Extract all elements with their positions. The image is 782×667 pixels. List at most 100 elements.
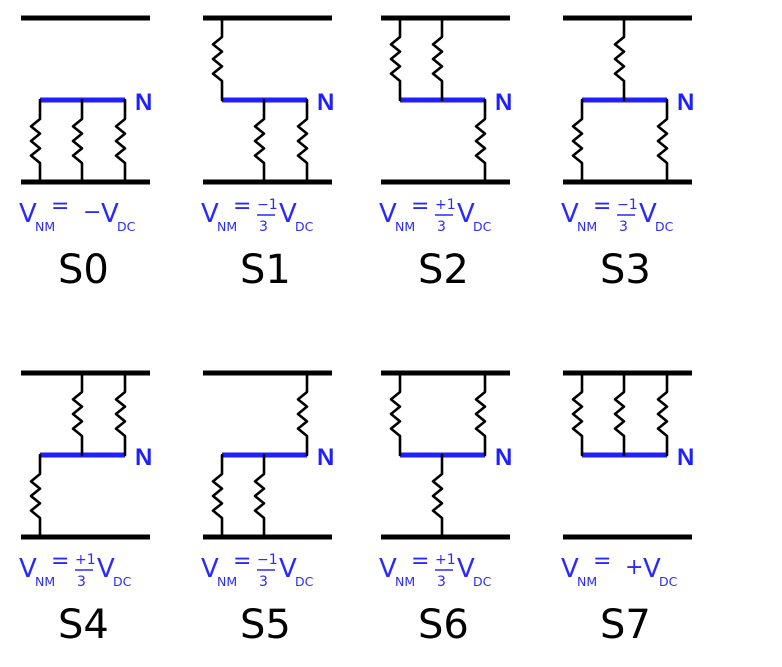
subscript-dc: DC [659,574,678,589]
v-symbol: V [201,554,219,584]
node-label-n: N [135,444,152,471]
v-symbol: V [379,554,397,584]
subscript-dc: DC [473,574,492,589]
subscript-nm: NM [217,219,237,234]
state-label: S1 [240,247,291,293]
resistor-top-0 [571,371,584,457]
v-symbol: V [101,199,119,229]
v-symbol: V [643,554,661,584]
resistor-bottom-0 [29,453,42,539]
subscript-nm: NM [35,219,55,234]
resistor-top-1 [613,16,626,102]
v-symbol: V [97,554,115,584]
subscript-dc: DC [295,219,314,234]
fraction-denominator: 3 [259,574,268,590]
voltage-formula: VNM=−VDC [19,194,136,234]
subscript-nm: NM [395,219,415,234]
equals-sign: = [233,194,251,219]
resistor-bottom-0 [29,98,42,184]
resistor-bottom-1 [431,453,444,539]
node-label-n: N [677,444,694,471]
resistor-bottom-0 [211,453,224,539]
subscript-dc: DC [295,574,314,589]
voltage-formula: VNM=+VDC [561,549,678,589]
resistor-bottom-2 [296,98,309,184]
state-label: S5 [240,602,291,648]
resistor-top-0 [389,371,402,457]
resistor-top-1 [613,371,626,457]
v-symbol: V [561,199,579,229]
state-label: S4 [58,602,109,648]
resistor-bottom-1 [253,453,266,539]
resistor-bottom-0 [571,98,584,184]
equals-sign: = [411,549,429,574]
v-symbol: V [19,554,37,584]
resistor-top-0 [211,16,224,102]
state-label: S0 [58,247,109,293]
resistor-bottom-1 [71,98,84,184]
subscript-nm: NM [35,574,55,589]
subscript-dc: DC [655,219,674,234]
v-symbol: V [279,554,297,584]
state-label: S3 [600,247,651,293]
equals-sign: = [233,549,251,574]
v-symbol: V [639,199,657,229]
fraction-denominator: 3 [77,574,86,590]
equals-sign: = [411,194,429,219]
fraction-numerator: +1 [435,197,456,213]
fraction-numerator: −1 [617,197,638,213]
resistor-top-1 [431,16,444,102]
node-label-n: N [135,89,152,116]
v-symbol: V [379,199,397,229]
resistor-top-2 [296,371,309,457]
node-label-n: N [495,444,512,471]
equals-sign: = [51,194,69,219]
equals-sign: = [51,549,69,574]
subscript-dc: DC [113,574,132,589]
resistor-bottom-2 [474,98,487,184]
sign: + [625,555,643,580]
resistor-bottom-1 [253,98,266,184]
subscript-nm: NM [395,574,415,589]
equals-sign: = [593,549,611,574]
node-label-n: N [317,444,334,471]
v-symbol: V [457,199,475,229]
fraction-numerator: +1 [75,552,96,568]
subscript-nm: NM [217,574,237,589]
fraction-denominator: 3 [619,219,628,235]
subscript-dc: DC [473,219,492,234]
fraction-numerator: −1 [257,552,278,568]
v-symbol: V [201,199,219,229]
state-label: S2 [418,247,469,293]
node-label-n: N [677,89,694,116]
resistor-top-2 [474,371,487,457]
resistor-bottom-2 [114,98,127,184]
node-label-n: N [495,89,512,116]
resistor-top-2 [656,371,669,457]
resistor-top-0 [389,16,402,102]
fraction-denominator: 3 [259,219,268,235]
state-label: S7 [600,602,651,648]
fraction-denominator: 3 [437,219,446,235]
equals-sign: = [593,194,611,219]
node-label-n: N [317,89,334,116]
sign: − [83,200,101,225]
v-symbol: V [457,554,475,584]
fraction-denominator: 3 [437,574,446,590]
fraction-numerator: +1 [435,552,456,568]
fraction-numerator: −1 [257,197,278,213]
v-symbol: V [279,199,297,229]
